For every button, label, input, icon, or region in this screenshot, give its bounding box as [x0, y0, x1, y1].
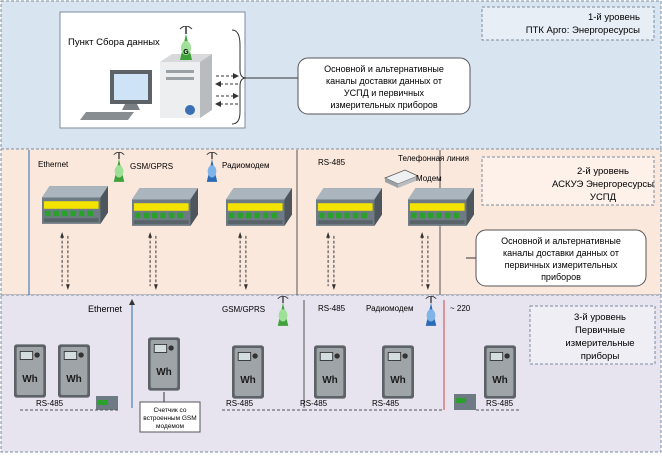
svg-text:Счетчик со: Счетчик со	[154, 407, 187, 414]
level3-ethernet-label: Ethernet	[88, 304, 123, 314]
converter-icon	[454, 394, 476, 410]
svg-text:Wh: Wh	[390, 375, 406, 386]
level2-subtitle: АСКУЭ Энергоресурсы	[552, 179, 654, 190]
level1-title: 1-й уровень	[588, 12, 640, 23]
level3-subtitle3: приборы	[581, 351, 620, 362]
level3-radio-label: Радиомодем	[366, 304, 414, 313]
svg-text:Wh: Wh	[156, 367, 172, 378]
database-icon	[185, 105, 195, 115]
gsm-meter-icon	[148, 336, 180, 392]
svg-text:Основной и альтернативные: Основной и альтернативные	[324, 64, 444, 74]
level3-title: 3-й уровень	[574, 312, 626, 323]
svg-text:модемом: модемом	[156, 423, 184, 430]
level2-label: 2-й уровень АСКУЭ Энергоресурсы УСПД	[481, 156, 655, 206]
svg-text:RS-485: RS-485	[300, 399, 328, 408]
electricity-meter-icon	[58, 343, 90, 399]
level2-gsm-label: GSM/GPRS	[130, 162, 173, 171]
svg-text:Основной и альтернативные: Основной и альтернативные	[501, 236, 621, 246]
collection-point-label: Пункт Сбора данных	[68, 37, 160, 48]
server-icon	[160, 54, 212, 118]
electricity-meter-icon	[382, 344, 414, 400]
level3-rs485-label: RS-485	[318, 304, 346, 313]
svg-text:Wh: Wh	[22, 374, 38, 385]
svg-text:Wh: Wh	[240, 375, 256, 386]
uspd-device-icon	[42, 186, 108, 224]
uspd-device-icon	[226, 188, 292, 226]
gsm-meter-note: Счетчик со встроенным GSM модемом	[139, 392, 201, 433]
callout-mid: Основной и альтернативные каналы доставк…	[475, 229, 647, 287]
svg-text:RS-485: RS-485	[372, 399, 400, 408]
svg-text:приборов: приборов	[541, 272, 581, 282]
level3-label: 3-й уровень Первичные измерительные приб…	[529, 305, 656, 365]
svg-text:УСПД и первичных: УСПД и первичных	[344, 88, 425, 98]
level2-channels: Ethernet GSM/GPRS Радиомодем RS-485 Теле…	[28, 150, 469, 295]
level3-channels: Ethernet GSM/GPRS RS-485 Радиомодем ~ 22…	[88, 296, 471, 410]
electricity-meter-icon	[484, 344, 516, 400]
svg-text:Wh: Wh	[492, 375, 508, 386]
level2-modem-label: Модем	[416, 174, 442, 183]
svg-text:каналы доставки данных от: каналы доставки данных от	[326, 76, 442, 86]
computer-monitor-icon	[80, 70, 152, 120]
callout-top: Основной и альтернативные каналы доставк…	[297, 57, 471, 115]
antenna-letter: G	[183, 49, 189, 56]
meter-group: Wh Wh Wh Wh Wh Wh Wh	[14, 336, 516, 400]
level2-ethernet-label: Ethernet	[38, 160, 69, 169]
electricity-meter-icon	[314, 344, 346, 400]
level1-label: 1-й уровень ПТК Арго: Энергоресурсы	[481, 6, 655, 41]
uspd-device-icon	[408, 188, 474, 226]
svg-text:каналы доставки данных от: каналы доставки данных от	[503, 248, 619, 258]
svg-text:RS-485: RS-485	[486, 399, 514, 408]
rs485-buses: RS-485 RS-485 RS-485 RS-485 RS-485	[20, 399, 520, 411]
level2-title: 2-й уровень	[577, 166, 629, 177]
uspd-device-icon	[316, 188, 382, 226]
electricity-meter-icon	[14, 343, 46, 399]
electricity-meter-icon	[232, 344, 264, 400]
modem-icon	[383, 169, 420, 188]
converter-icon	[96, 396, 118, 410]
svg-text:RS-485: RS-485	[36, 399, 64, 408]
uspd-device-icon	[132, 188, 198, 226]
level2-subtitle2: УСПД	[590, 192, 617, 203]
level3-subtitle: Первичные	[575, 325, 625, 336]
svg-text:первичных измерительных: первичных измерительных	[505, 260, 618, 270]
level3-gsm-label: GSM/GPRS	[222, 305, 265, 314]
svg-text:измерительных приборов: измерительных приборов	[330, 100, 438, 110]
collection-point: Пункт Сбора данных G	[59, 11, 246, 129]
level2-rs485-label: RS-485	[318, 158, 346, 167]
svg-text:Wh: Wh	[66, 374, 82, 385]
level3-power-label: ~ 220	[450, 304, 471, 313]
svg-text:встроенным GSM: встроенным GSM	[143, 415, 196, 422]
level1-subtitle: ПТК Арго: Энергоресурсы	[526, 25, 640, 36]
svg-text:RS-485: RS-485	[226, 399, 254, 408]
level3-subtitle2: измерительные	[565, 338, 634, 349]
level2-phone-label: Телефонная линия	[398, 154, 469, 163]
svg-text:Wh: Wh	[322, 375, 338, 386]
level2-radio-label: Радиомодем	[222, 161, 270, 170]
